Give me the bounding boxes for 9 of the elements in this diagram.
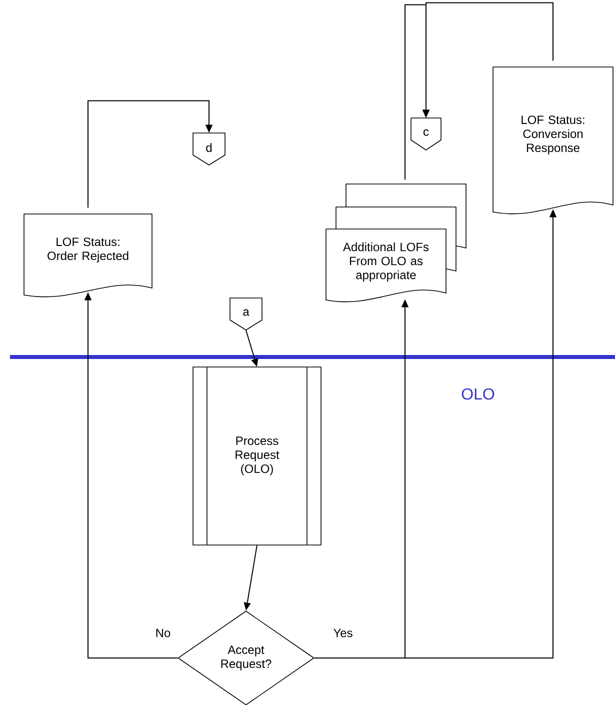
arrow: [88, 100, 213, 208]
predefined-process-box: Process Request (OLO): [192, 366, 322, 546]
edge-label: Yes: [332, 628, 354, 638]
edge-label: No: [154, 628, 172, 638]
off-page-connector: d: [192, 132, 226, 166]
off-page-connector: a: [230, 298, 262, 330]
node-label: From OLO as appropriate: [350, 256, 423, 282]
lane-label: OLO: [462, 388, 494, 400]
off-page-connector: c: [410, 118, 442, 150]
